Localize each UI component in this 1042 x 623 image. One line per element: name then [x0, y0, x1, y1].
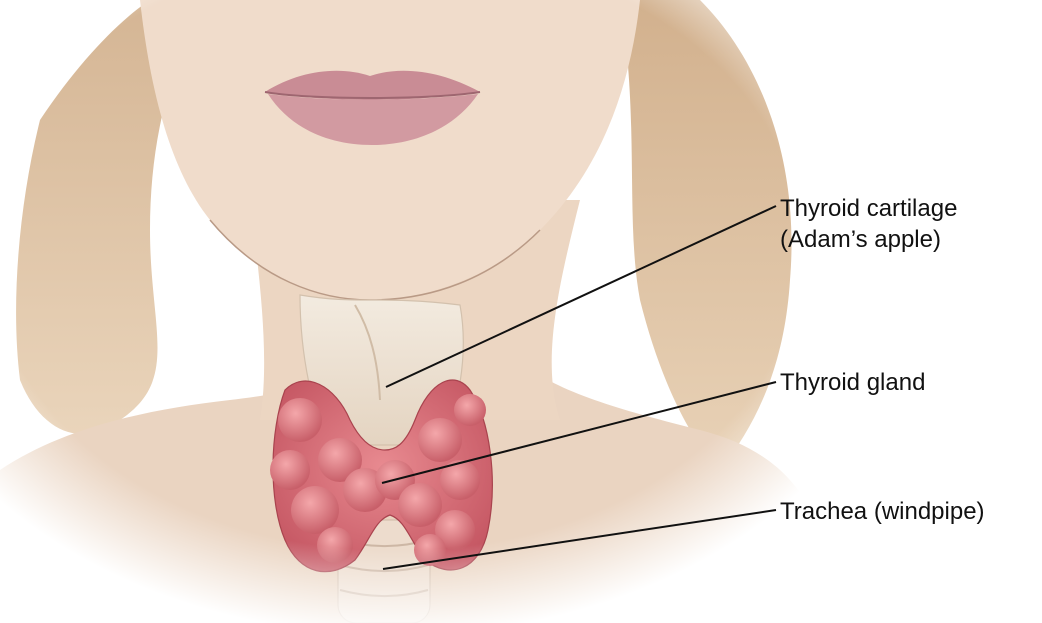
label-trachea: Trachea (windpipe)	[780, 496, 985, 527]
label-thyroid-gland: Thyroid gland	[780, 367, 925, 398]
label-thyroid-cartilage-line2: (Adam’s apple)	[780, 224, 957, 255]
label-thyroid-cartilage-line1: Thyroid cartilage	[780, 193, 957, 224]
vignette	[0, 0, 840, 623]
label-thyroid-cartilage: Thyroid cartilage (Adam’s apple)	[780, 193, 957, 255]
